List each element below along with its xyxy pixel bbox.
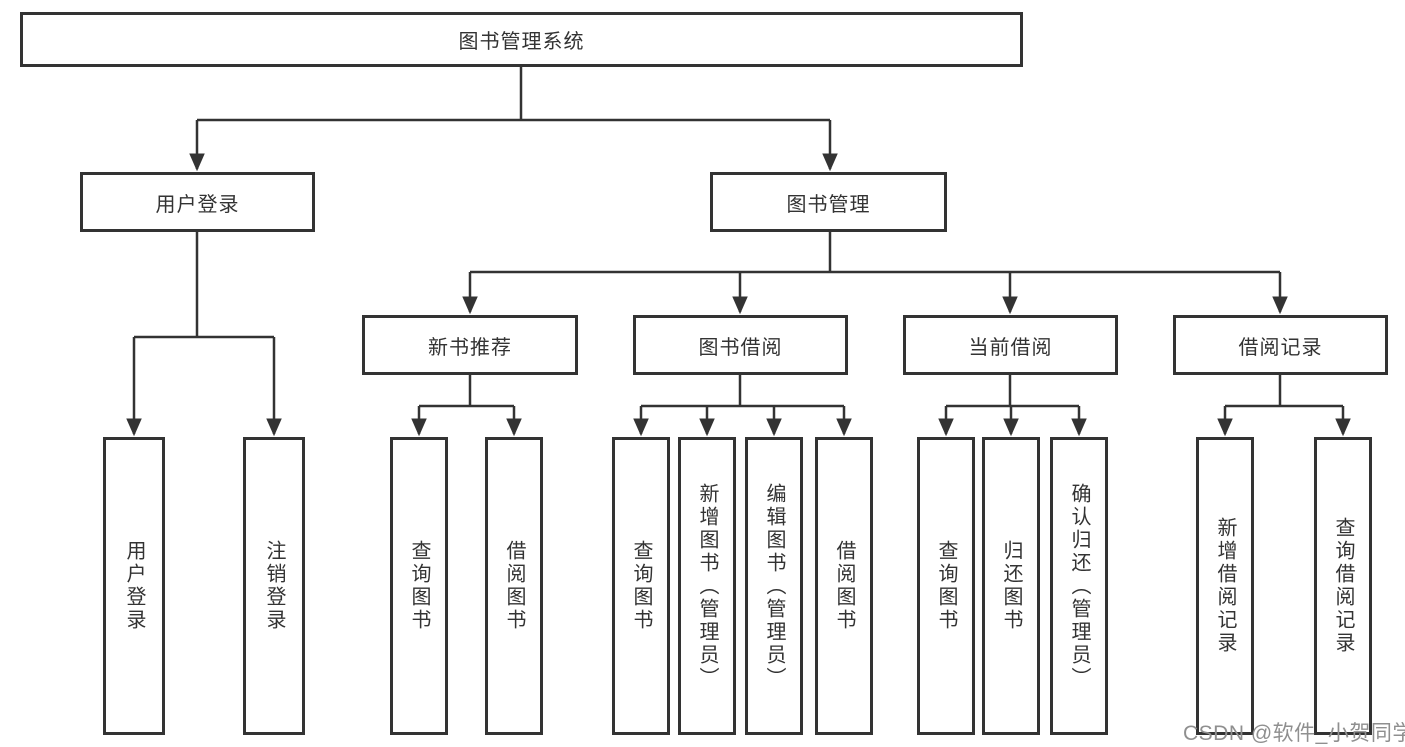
node-user-login: 用户登录	[80, 172, 315, 232]
leaf-add-borrow-record: 新增借阅记录	[1196, 437, 1254, 735]
leaf-borrow-books: 借阅图书	[815, 437, 873, 735]
leaf-borrow-books-recommend: 借阅图书	[485, 437, 543, 735]
leaf-query-books-recommend: 查询图书	[390, 437, 448, 735]
node-book-borrow: 图书借阅	[633, 315, 848, 375]
leaf-return-books: 归还图书	[982, 437, 1040, 735]
csdn-watermark: CSDN @软件_小贺同学	[1183, 722, 1405, 745]
node-book-management: 图书管理	[710, 172, 947, 232]
leaf-query-borrow-record: 查询借阅记录	[1314, 437, 1372, 735]
leaf-user-login: 用户登录	[103, 437, 165, 735]
node-borrow-records: 借阅记录	[1173, 315, 1388, 375]
leaf-edit-book-admin: 编辑图书（管理员）	[745, 437, 803, 735]
leaf-query-books-borrow: 查询图书	[612, 437, 670, 735]
node-library-system: 图书管理系统	[20, 12, 1023, 67]
leaf-confirm-return-admin: 确认归还（管理员）	[1050, 437, 1108, 735]
node-new-book-recommend: 新书推荐	[362, 315, 578, 375]
leaf-logout: 注销登录	[243, 437, 305, 735]
leaf-query-books-current: 查询图书	[917, 437, 975, 735]
node-current-borrow: 当前借阅	[903, 315, 1118, 375]
leaf-add-book-admin: 新增图书（管理员）	[678, 437, 736, 735]
